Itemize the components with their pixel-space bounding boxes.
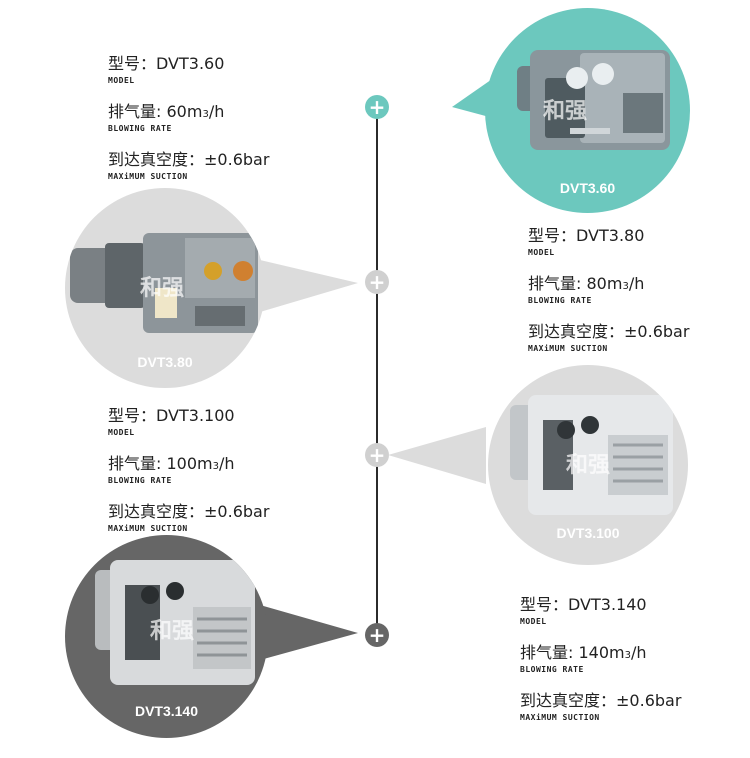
model-label: 型号： bbox=[520, 595, 569, 614]
bubble-label: DVT3.100 bbox=[556, 525, 620, 541]
rate-unit: m bbox=[186, 102, 203, 121]
timeline-line bbox=[376, 102, 378, 637]
vacuum-pump-image bbox=[95, 560, 255, 685]
product-bubble-dvt3-100: 和强 DVT3.100 bbox=[488, 365, 688, 565]
product-bubble-dvt3-80: 和强 DVT3.80 bbox=[65, 188, 265, 388]
watermark-text: 和强 bbox=[140, 276, 185, 301]
rate-label: 排气量: bbox=[520, 643, 574, 662]
model-label-en: MODEL bbox=[520, 617, 547, 626]
bubble-pointer bbox=[260, 260, 358, 312]
suction-value: ±0.6bar bbox=[204, 502, 270, 521]
rate-unit-tail: /h bbox=[631, 643, 647, 662]
rate-value: 80 bbox=[586, 274, 607, 293]
suction-value: ±0.6bar bbox=[204, 150, 270, 169]
model-label-en: MODEL bbox=[528, 248, 555, 257]
rate-label-en: BLOWING RATE bbox=[528, 296, 592, 305]
bubble-label: DVT3.80 bbox=[137, 354, 193, 370]
rate-unit-tail: /h bbox=[219, 454, 235, 473]
suction-label-en: MAXiMUM SUCTION bbox=[108, 524, 188, 533]
bubble-label: DVT3.60 bbox=[559, 180, 616, 196]
model-label: 型号： bbox=[108, 54, 157, 73]
model-label-en: MODEL bbox=[108, 76, 135, 85]
watermark-text: 和强 bbox=[566, 453, 611, 478]
bubble-pointer bbox=[260, 605, 358, 660]
product-bubble-dvt3-140: 和强 DVT3.140 bbox=[65, 535, 268, 738]
rate-label-en: BLOWING RATE bbox=[108, 124, 172, 133]
vacuum-pump-image bbox=[70, 233, 258, 333]
suction-value: ±0.6bar bbox=[616, 691, 682, 710]
vacuum-pump-image bbox=[510, 395, 673, 515]
rate-label: 排气量: bbox=[108, 454, 162, 473]
rate-unit-sup: 3 bbox=[212, 461, 220, 472]
suction-label: 到达真空度： bbox=[108, 502, 205, 521]
rate-unit-sup: 3 bbox=[202, 109, 209, 120]
suction-label-en: MAXiMUM SUCTION bbox=[520, 713, 600, 722]
rate-value: 100 bbox=[166, 454, 198, 473]
rate-value: 60 bbox=[166, 102, 187, 121]
suction-label-en: MAXiMUM SUCTION bbox=[528, 344, 608, 353]
rate-unit-sup: 3 bbox=[622, 281, 629, 292]
rate-unit-tail: /h bbox=[208, 102, 225, 121]
rate-unit-sup: 3 bbox=[624, 650, 632, 661]
model-label: 型号： bbox=[108, 406, 157, 425]
plus-node-icon: + bbox=[365, 95, 389, 119]
vacuum-pump-image bbox=[517, 50, 670, 150]
rate-unit: m bbox=[197, 454, 213, 473]
rate-unit: m bbox=[606, 274, 623, 293]
plus-node-icon: + bbox=[365, 623, 389, 647]
rate-value: 140 bbox=[578, 643, 610, 662]
rate-label-en: BLOWING RATE bbox=[520, 665, 584, 674]
plus-node-icon: + bbox=[365, 270, 389, 294]
suction-label: 到达真空度： bbox=[520, 691, 617, 710]
rate-unit-tail: /h bbox=[628, 274, 645, 293]
watermark-text: 和强 bbox=[150, 619, 195, 644]
suction-label: 到达真空度： bbox=[528, 322, 625, 341]
rate-unit: m bbox=[609, 643, 625, 662]
bubble-pointer bbox=[388, 427, 486, 484]
model-label-en: MODEL bbox=[108, 428, 135, 437]
watermark-text: 和强 bbox=[543, 99, 588, 124]
model-value: DVT3.80 bbox=[576, 226, 645, 245]
model-value: DVT3.60 bbox=[156, 54, 225, 73]
rate-label: 排气量: bbox=[528, 274, 582, 293]
suction-label-en: MAXiMUM SUCTION bbox=[108, 172, 188, 181]
plus-node-icon: + bbox=[365, 443, 389, 467]
rate-label: 排气量: bbox=[108, 102, 162, 121]
product-bubble-dvt3-60: 和强 DVT3.60 bbox=[485, 8, 690, 213]
suction-value: ±0.6bar bbox=[624, 322, 690, 341]
rate-label-en: BLOWING RATE bbox=[108, 476, 172, 485]
model-value: DVT3.100 bbox=[156, 406, 235, 425]
model-label: 型号： bbox=[528, 226, 577, 245]
model-value: DVT3.140 bbox=[568, 595, 647, 614]
bubble-label: DVT3.140 bbox=[134, 703, 199, 719]
suction-label: 到达真空度： bbox=[108, 150, 205, 169]
